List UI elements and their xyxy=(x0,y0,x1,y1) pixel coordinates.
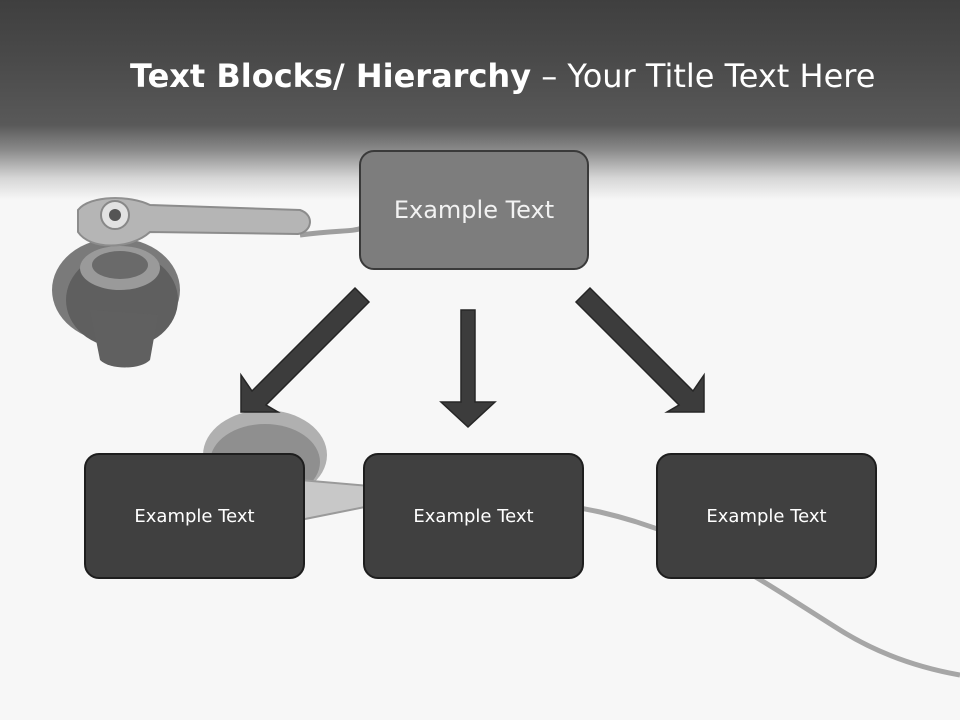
child-label: Example Text xyxy=(134,505,255,527)
arrow-down-right xyxy=(574,286,705,413)
title-bold-part: Text Blocks/ Hierarchy xyxy=(130,57,532,95)
title-regular-part: – Your Title Text Here xyxy=(531,57,876,95)
child-text-block-right: Example Text xyxy=(656,453,877,579)
child-text-block-middle: Example Text xyxy=(363,453,584,579)
slide-title: Text Blocks/ Hierarchy – Your Title Text… xyxy=(130,52,875,100)
child-label: Example Text xyxy=(413,505,534,527)
arrow-down xyxy=(439,309,497,429)
child-text-block-left: Example Text xyxy=(84,453,305,579)
child-label: Example Text xyxy=(706,505,827,527)
arrow-down-left xyxy=(240,286,371,413)
root-label: Example Text xyxy=(393,196,555,224)
root-text-block: Example Text xyxy=(359,150,589,270)
